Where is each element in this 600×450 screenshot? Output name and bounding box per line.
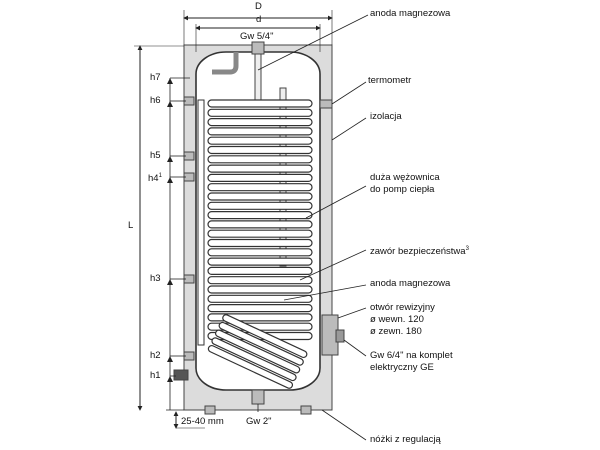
h1-label: h1 [150,370,161,381]
dim-L-label: L [128,220,134,231]
coil-turn [207,117,313,127]
lower-coil-turn [218,321,304,366]
annotation-adjustable-feet: nóżki z regulacją [370,434,441,445]
coil-turn [207,183,313,192]
lower-coil-turn [215,329,301,374]
coil-turn [207,229,313,238]
annotation-anode-top: anoda magnezowa [370,8,451,19]
heater-port [335,329,345,343]
coil-turn [207,294,313,303]
coil-turn [207,201,313,210]
coil-turn [207,238,313,248]
dim-d-label: d [256,14,262,25]
lower-coil-turn [211,337,297,382]
top-pipe [212,52,239,75]
thermometer-socket [319,99,333,109]
coil-turn [207,248,313,257]
coil-turn [207,276,313,285]
top-port [251,41,265,55]
annotation-insulation: izolacja [370,111,402,122]
annotation-inspection-opening: otwór rewizyjny ø wewn. 120 ø zewn. 180 [370,302,435,337]
coil-turn [207,173,313,182]
coil-turn [207,266,313,275]
coil-turn [207,155,313,164]
top-port-label: Gw 5/4" [240,31,274,42]
annotation-safety-valve: zawór bezpieczeństwa3 [370,246,469,258]
h2-label: h2 [150,350,161,361]
annotation-anode-lower: anoda magnezowa [370,278,451,289]
foot-range-label: 25-40 mm [181,416,224,427]
coil-turn [207,136,313,145]
coil-turn [207,192,313,201]
bottom-port-label: Gw 2" [246,416,272,427]
dim-D-label: D [255,1,262,12]
coil-turn [207,220,313,229]
anode-rod-top [254,53,262,101]
annotation-thermometer: termometr [368,75,412,86]
lower-coil-turn [207,344,294,389]
coil-turn [207,304,313,313]
feet [204,405,312,415]
annotation-heat-pump-coil: duża wężownica do pomp ciepła [370,172,440,195]
coil-turn [207,164,313,173]
bottom-port [251,389,265,405]
coil-turn [207,285,313,294]
coil-turn [207,108,313,117]
h3-label: h3 [150,273,161,284]
coil-turn [207,257,313,266]
lower-coil-turn [222,314,308,359]
heat-pump-coil [197,99,313,346]
h4-label: h41 [148,173,162,185]
h5-label: h5 [150,150,161,161]
coil-riser [197,99,205,346]
coil-turn [207,127,313,136]
coil-turn [207,211,313,220]
coil-turn [207,99,313,108]
coil-turn [207,145,313,155]
annotation-heater-port: Gw 6/4" na komplet elektryczny GE [370,350,453,373]
h7-label: h7 [150,72,161,83]
lower-coil [207,314,308,389]
h6-label: h6 [150,95,161,106]
